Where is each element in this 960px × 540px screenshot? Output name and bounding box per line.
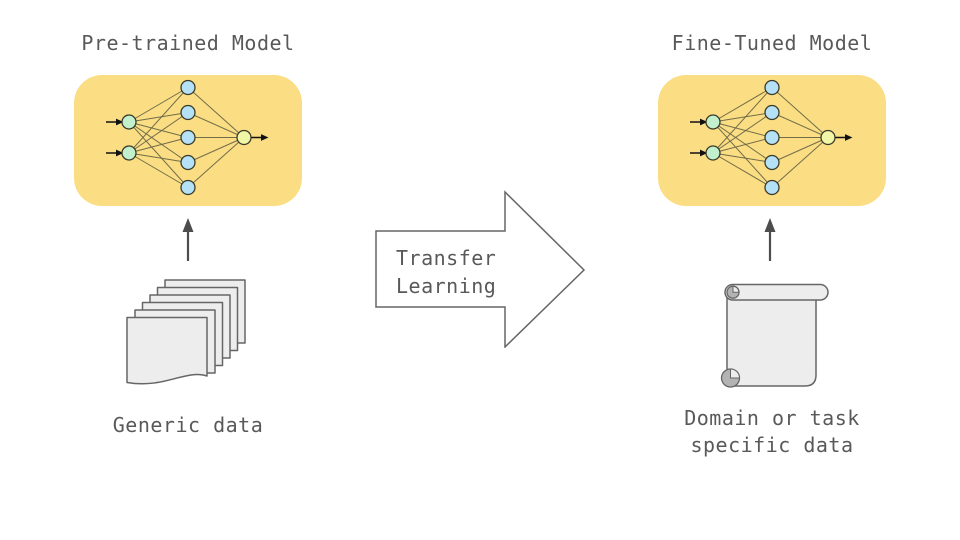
pretrained-model-title: Pre-trained Model	[81, 31, 295, 55]
domain-data-label-line1: Domain or task	[684, 406, 860, 430]
transfer-learning-label-line1: Transfer	[396, 246, 497, 270]
transfer-learning-label-line2: Learning	[396, 274, 497, 298]
up-arrow-icon	[764, 218, 776, 261]
transfer-learning-label: Transfer Learning	[396, 244, 496, 300]
finetuned-model-title: Fine-Tuned Model	[671, 31, 873, 55]
up-arrow-icon	[182, 218, 194, 261]
finetuned-neural-network-icon	[658, 75, 886, 206]
domain-data-label-line2: specific data	[690, 433, 854, 457]
pretrained-neural-network-icon	[74, 75, 302, 206]
scroll-icon	[720, 283, 829, 388]
generic-data-label: Generic data	[112, 413, 264, 437]
transfer-arrow-shape	[375, 190, 586, 348]
documents-stack-icon	[126, 279, 246, 385]
domain-data-label: Domain or task specific data	[622, 405, 922, 459]
